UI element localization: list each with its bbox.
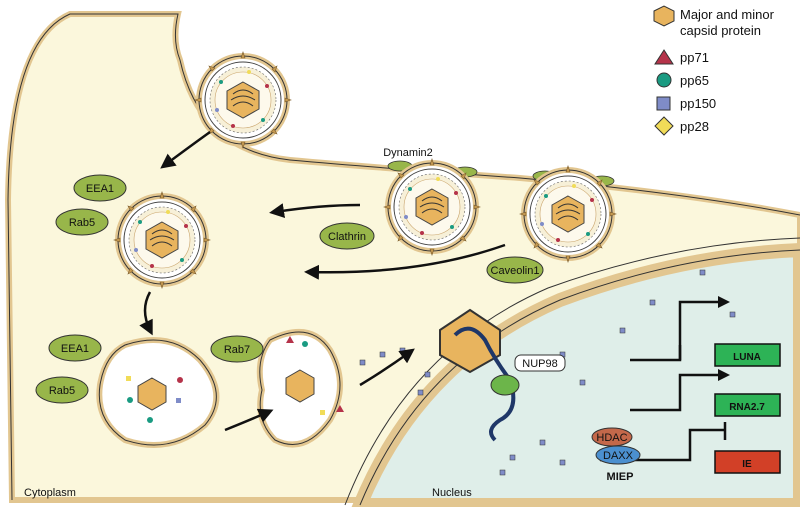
dynamin2-label: Dynamin2 — [383, 147, 433, 159]
legend: Major and minor capsid protein pp71 pp65… — [653, 5, 775, 136]
rab5-top-label: Rab5 — [69, 217, 95, 229]
luna-box — [714, 343, 781, 367]
eea1-top-label: EEA1 — [86, 183, 114, 195]
legend-capsid-line2: capsid protein — [680, 23, 761, 38]
nuclear-pore — [490, 374, 520, 396]
eea1-bottom-oval — [48, 334, 102, 362]
rna27-label: RNA2.7 — [729, 402, 765, 413]
nucleus-label: Nucleus — [432, 487, 472, 499]
virion-caveolin-pit — [520, 166, 616, 262]
virion-early-endosome — [114, 192, 210, 288]
ie-box — [714, 450, 781, 474]
rab5-bottom-oval — [35, 376, 89, 404]
eea1-bottom-label: EEA1 — [61, 343, 89, 355]
daxx-oval — [595, 445, 641, 465]
gene-promoter-lines — [600, 300, 727, 462]
legend-pp28: pp28 — [680, 119, 709, 134]
pathway-arrows — [139, 130, 506, 432]
hdac-label: HDAC — [596, 432, 627, 444]
nup98-label: NUP98 — [522, 358, 557, 370]
legend-capsid-line1: Major and minor — [680, 7, 775, 22]
legend-pp28-icon — [654, 116, 674, 136]
legend-pp150-icon — [656, 96, 671, 111]
legend-pp71: pp71 — [680, 50, 709, 65]
nup98-box — [514, 354, 566, 372]
ie-label: IE — [742, 459, 752, 470]
clathrin-oval — [319, 222, 375, 250]
rab5-top-oval — [55, 208, 109, 236]
legend-pp71-icon — [654, 49, 674, 65]
late-endosome — [256, 329, 344, 448]
eea1-top-oval — [73, 174, 127, 202]
legend-pp150: pp150 — [680, 96, 716, 111]
legend-capsid-icon — [653, 5, 675, 27]
capsid-at-pore — [439, 308, 501, 374]
luna-label: LUNA — [733, 352, 761, 363]
caveolin1-oval — [486, 256, 544, 284]
legend-pp65-icon — [656, 72, 672, 88]
legend-pp65: pp65 — [680, 73, 709, 88]
daxx-label: DAXX — [603, 450, 634, 462]
clathrin-label: Clathrin — [328, 231, 366, 243]
rab7-label: Rab7 — [224, 344, 250, 356]
rna27-box — [714, 393, 781, 417]
miep-label: MIEP — [607, 471, 634, 483]
rab5-bottom-label: Rab5 — [49, 385, 75, 397]
cytoplasm-label: Cytoplasm — [24, 487, 76, 499]
uncoating-endosome — [96, 337, 220, 448]
caveolin1-label: Caveolin1 — [491, 265, 540, 277]
virion-clathrin-pit — [384, 159, 480, 255]
rab7-oval — [210, 335, 264, 363]
